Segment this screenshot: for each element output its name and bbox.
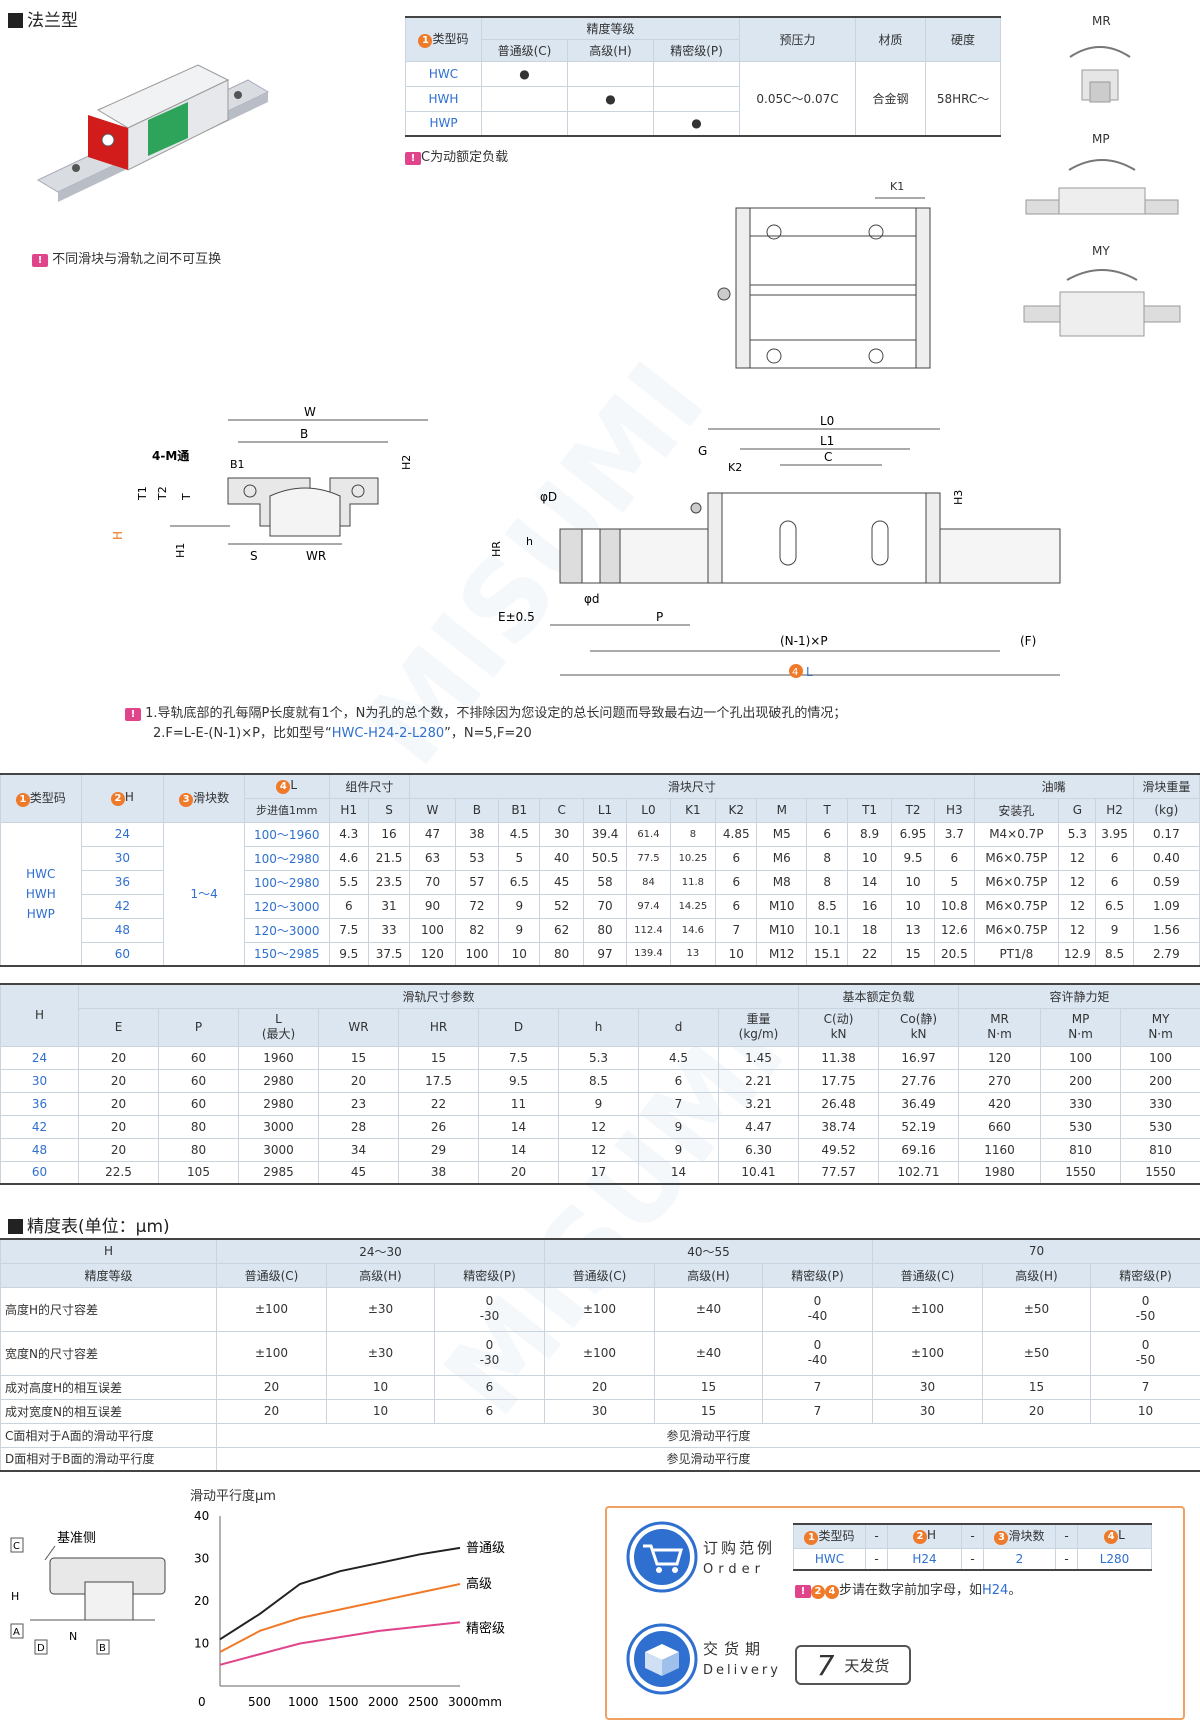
dim-phid-big: φD <box>540 490 557 504</box>
dim-e: E±0.5 <box>498 610 535 624</box>
dim-l1: L1 <box>820 434 834 448</box>
accuracy-title: 精度表(单位：μm) <box>8 1212 170 1237</box>
svg-text:B: B <box>99 1643 106 1654</box>
cart-icon <box>626 1521 698 1593</box>
x-tick-label: 2500 <box>408 1695 439 1709</box>
y-tick-label: 10 <box>194 1637 209 1651</box>
delivery-icon <box>626 1623 698 1695</box>
dim-b1: B1 <box>230 458 245 471</box>
x-tick-label: 2000 <box>368 1695 399 1709</box>
svg-text:H: H <box>11 1590 19 1603</box>
dim-h: H <box>111 531 125 540</box>
dim-w: W <box>304 405 316 419</box>
series-line <box>219 1546 461 1641</box>
moment-mp-label: MP <box>1092 132 1110 146</box>
dim-hsmall: h <box>526 535 533 548</box>
svg-text:基准侧: 基准侧 <box>57 1531 96 1546</box>
dim-p: P <box>656 610 663 624</box>
moment-my-label: MY <box>1092 244 1110 258</box>
dim-h2: H2 <box>400 455 413 470</box>
dim-h3: H3 <box>952 490 965 505</box>
dim-c: C <box>824 450 832 464</box>
dim-k2: K2 <box>728 461 742 474</box>
dim-wr: WR <box>306 549 326 563</box>
dim-g: G <box>698 444 707 458</box>
svg-text:4: 4 <box>792 667 798 678</box>
moment-mr-label: MR <box>1092 14 1111 28</box>
y-tick-label: 40 <box>194 1509 209 1523</box>
drawing-notes: ! 1.导轨底部的孔每隔P长度就有1个，N为孔的总个数，不排除因为您设定的总长问… <box>125 704 846 744</box>
dim-f: (F) <box>1020 634 1036 648</box>
section-title-flange: 法兰型 <box>8 6 78 31</box>
dim-l: L <box>806 665 813 679</box>
x-tick-label: 500 <box>248 1695 271 1709</box>
dim-np: (N-1)×P <box>780 634 828 648</box>
product-image <box>36 64 270 202</box>
moment-mr-diagram <box>1069 46 1131 103</box>
dim-l0: L0 <box>820 414 834 428</box>
dim-m: 4-M通 <box>152 448 189 463</box>
x-tick-label: 1000 <box>288 1695 319 1709</box>
moment-my-diagram <box>1023 269 1181 337</box>
rail-side-view: L0 L1 G K2 C H3 φD h HR φd E±0.5 P (N-1)… <box>490 414 1061 679</box>
order-box <box>605 1506 1185 1720</box>
x-tick-label: 0 <box>198 1695 206 1709</box>
dim-h1: H1 <box>174 543 187 558</box>
series-line <box>219 1583 461 1653</box>
series-label: 普通级 <box>466 1541 505 1556</box>
block-top-view: K1 <box>717 180 931 369</box>
moment-mp-diagram <box>1025 159 1179 215</box>
series-label: 精密级 <box>466 1620 505 1636</box>
x-tick-label: 3000mm <box>448 1695 502 1709</box>
series-line <box>219 1621 461 1666</box>
dim-k1: K1 <box>890 180 904 193</box>
y-tick-label: 20 <box>194 1594 209 1608</box>
svg-text:N: N <box>69 1630 77 1643</box>
svg-text:A: A <box>13 1627 20 1638</box>
dim-phid-small: φd <box>584 592 600 606</box>
y-tick-label: 30 <box>194 1552 209 1566</box>
svg-text:C: C <box>13 1541 20 1552</box>
svg-text:D: D <box>37 1643 45 1654</box>
dim-s: S <box>250 549 258 563</box>
dim-hr: HR <box>490 541 503 557</box>
dim-b: B <box>300 427 308 441</box>
series-label: 高级 <box>466 1576 492 1592</box>
dim-t: T <box>180 493 193 501</box>
chart-title: 滑动平行度μm <box>190 1488 276 1504</box>
block-front-view: W B 4-M通 B1 H2 T1 T2 T H H1 S WR <box>111 405 428 563</box>
note-nointerchange: ! 不同滑块与滑轨之间不可互换 <box>32 248 221 267</box>
reference-diagram: 基准侧 C H A D N B <box>10 1531 166 1655</box>
note-c-load: !C为动额定负载 <box>405 146 508 165</box>
dim-t1: T1 <box>136 486 149 501</box>
parallelism-chart: 滑动平行度μm 40 30 20 10 0 500 1000 1500 2000 2500 3000m… <box>190 1488 505 1709</box>
x-tick-label: 1500 <box>328 1695 359 1709</box>
dim-t2: T2 <box>156 486 169 501</box>
